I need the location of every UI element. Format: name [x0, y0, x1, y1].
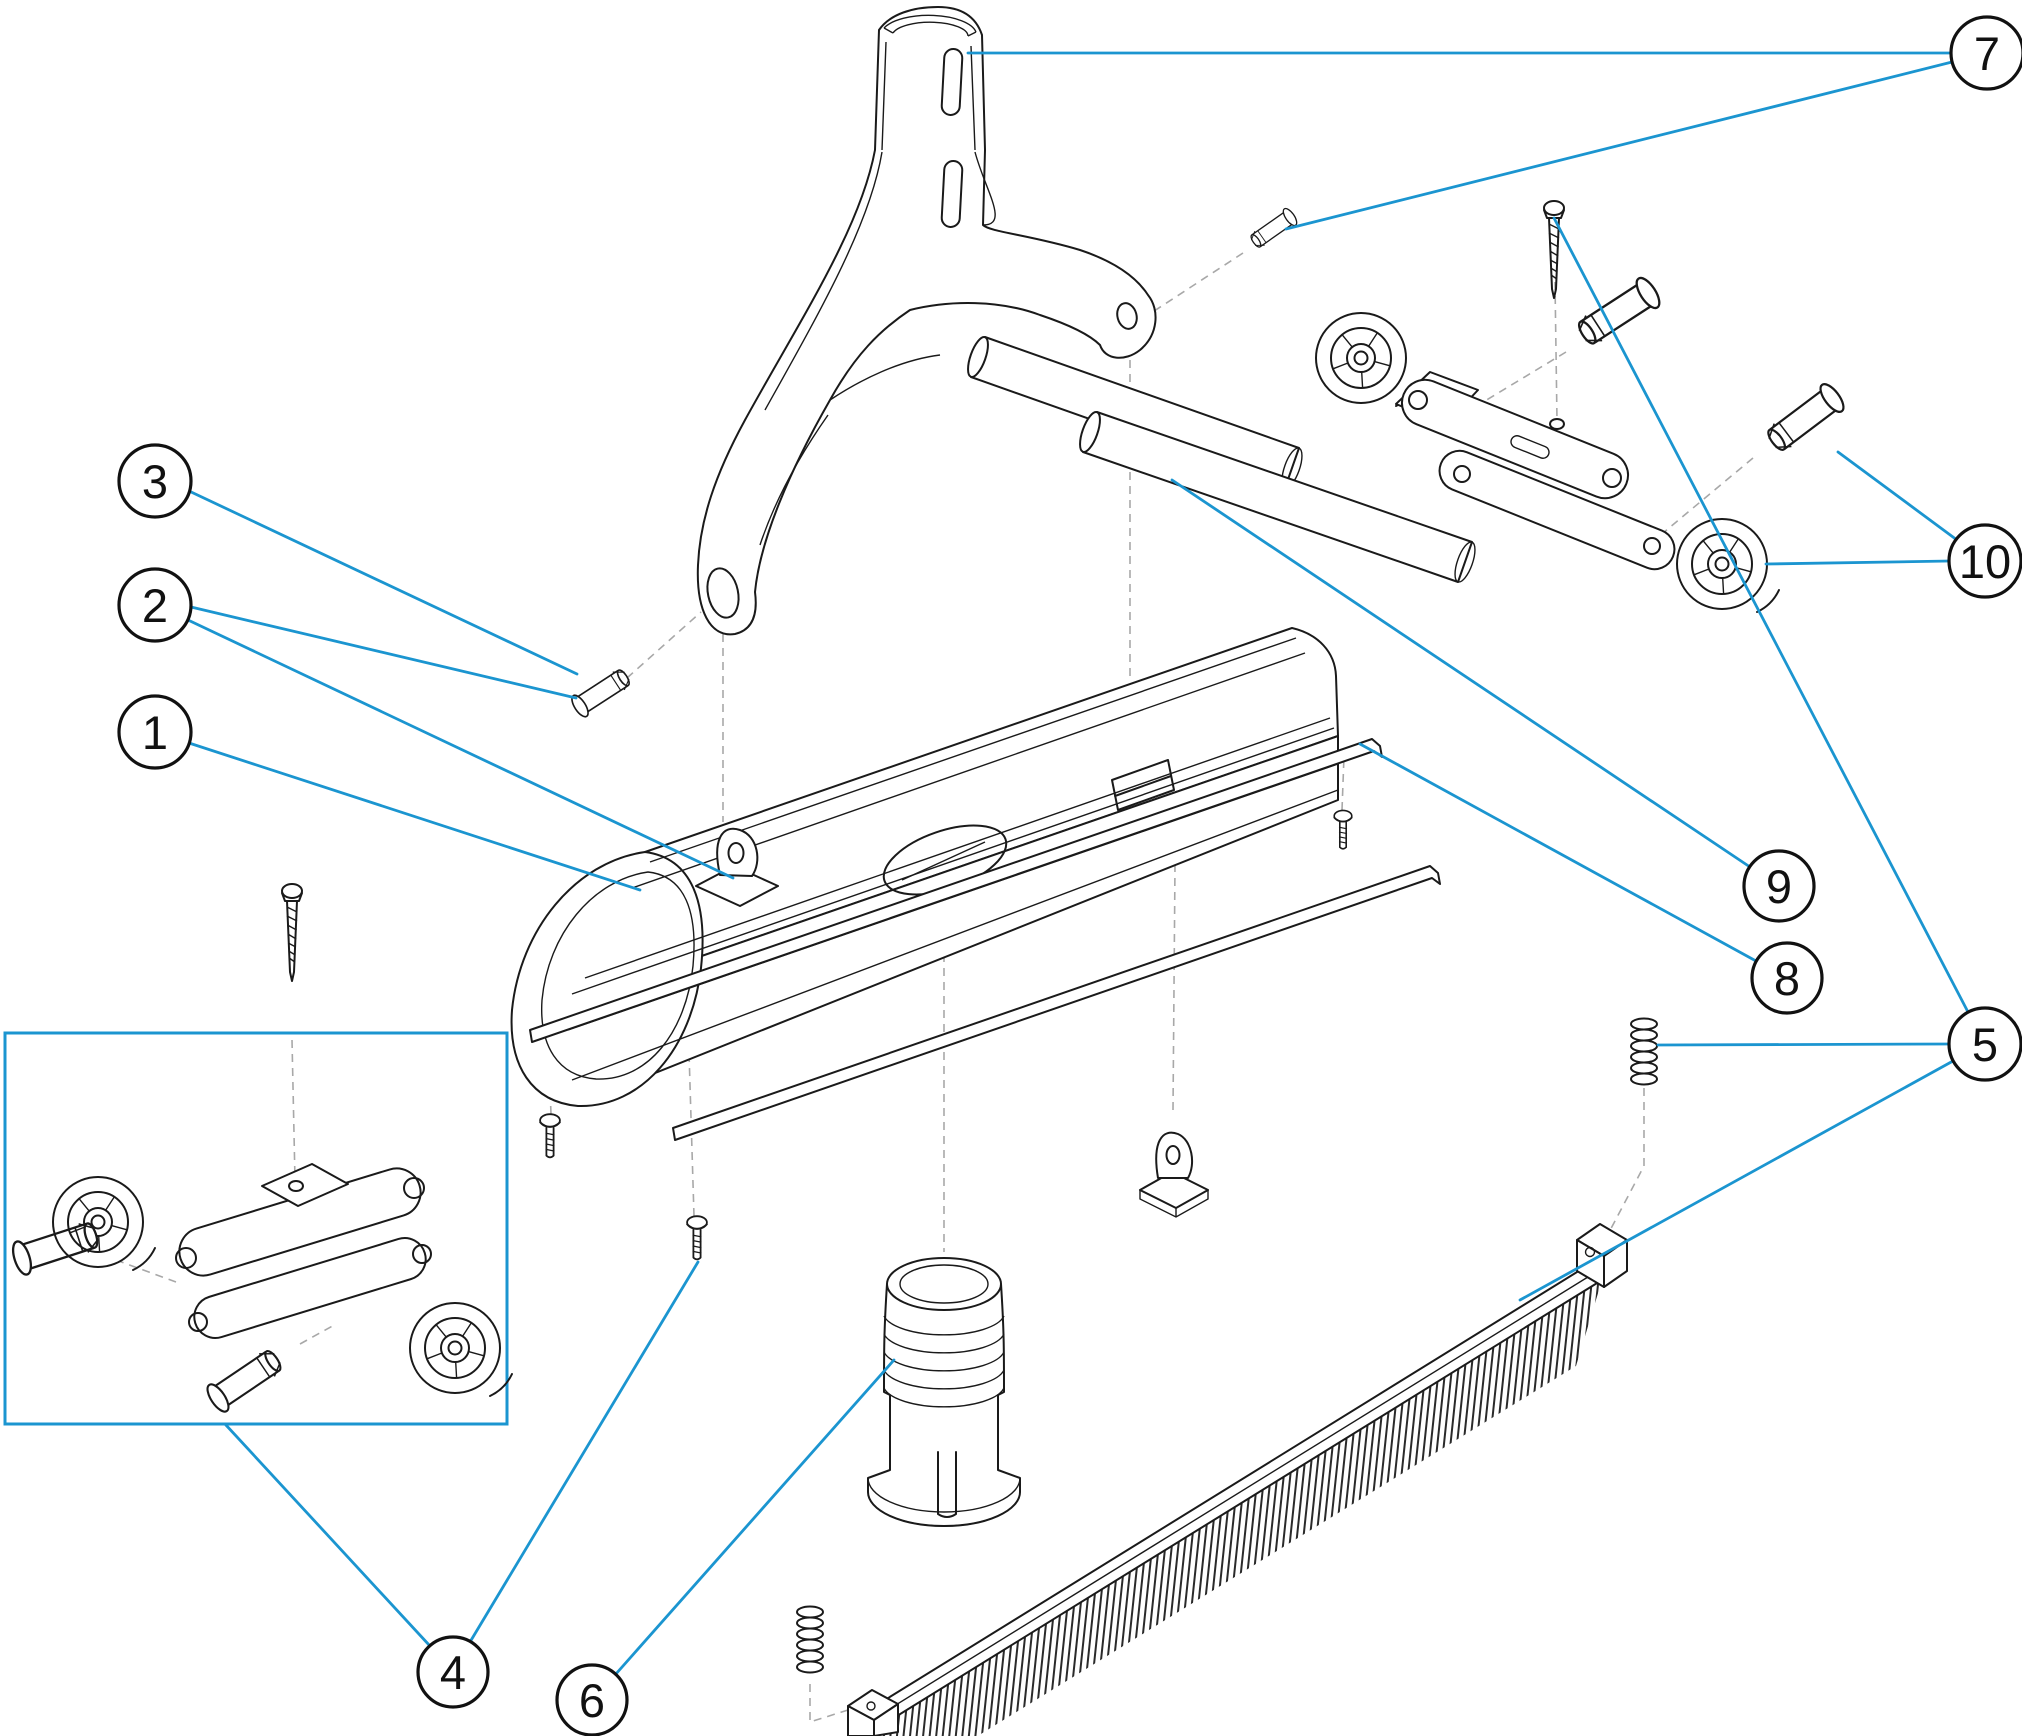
guide-rods: [967, 336, 1476, 583]
callout-10: 10: [1947, 523, 2022, 599]
support-assembly-exploded: [1315, 200, 1849, 613]
wheel-right: [1676, 518, 1780, 613]
brush-end-block-left: [847, 1689, 899, 1736]
callout-5-label: 5: [1972, 1018, 1998, 1071]
callout-3: 3: [117, 443, 193, 519]
callout-6: 6: [555, 1663, 629, 1736]
callout-1-label: 1: [142, 706, 168, 759]
callout-2: 2: [117, 567, 193, 643]
callout-10-label: 10: [1959, 535, 2011, 588]
body-hinge-bracket-right: [1139, 1131, 1209, 1218]
detail-wheel-right: [409, 1302, 513, 1397]
callout-5: 5: [1947, 1006, 2022, 1082]
detail-box: [3, 1031, 509, 1426]
detail-box-group: [3, 883, 513, 1426]
construction-lines: [115, 252, 1754, 1724]
body-hinge-bracket-left: [695, 827, 779, 907]
fork-right-ear-hole: [1116, 302, 1138, 330]
leader-lines: [186, 51, 1970, 1677]
fork-slot-upper: [940, 48, 964, 116]
axle-pin-lower: [1761, 379, 1849, 458]
spring-left: [796, 1605, 824, 1674]
brush: [847, 1223, 1628, 1736]
fork-slot-lower: [940, 160, 964, 228]
callout-1: 1: [117, 694, 193, 770]
handle-rivet-left: [568, 664, 635, 721]
fork-left-ear-hole: [706, 567, 740, 619]
detail-bracket: [175, 1163, 432, 1339]
callout-8: 8: [1750, 941, 1824, 1015]
callout-4-label: 4: [440, 1646, 466, 1699]
support-screw: [1543, 200, 1565, 299]
wheel-top: [1315, 312, 1419, 407]
callout-6-label: 6: [579, 1674, 605, 1727]
callout-9: 9: [1742, 849, 1816, 923]
body-screw: [686, 1215, 708, 1261]
callout-7: 7: [1949, 15, 2022, 91]
callout-9-label: 9: [1766, 860, 1792, 913]
callout-8-label: 8: [1774, 952, 1800, 1005]
detail-screw: [281, 883, 303, 982]
strip-screw-right: [1333, 809, 1353, 850]
callout-4: 4: [416, 1635, 490, 1709]
callout-2-label: 2: [142, 579, 168, 632]
handle-fork: [696, 6, 1157, 636]
support-bracket: [1395, 371, 1676, 571]
spring-right: [1630, 1017, 1658, 1086]
detail-pin-lower: [202, 1343, 288, 1416]
body-rect-hole: [1111, 759, 1175, 811]
body-profile: [510, 627, 1339, 1108]
callout-3-label: 3: [142, 455, 168, 508]
callout-7-label: 7: [1974, 27, 2000, 80]
hose-connector: [867, 1257, 1021, 1527]
strip-screw-left: [539, 1113, 561, 1159]
